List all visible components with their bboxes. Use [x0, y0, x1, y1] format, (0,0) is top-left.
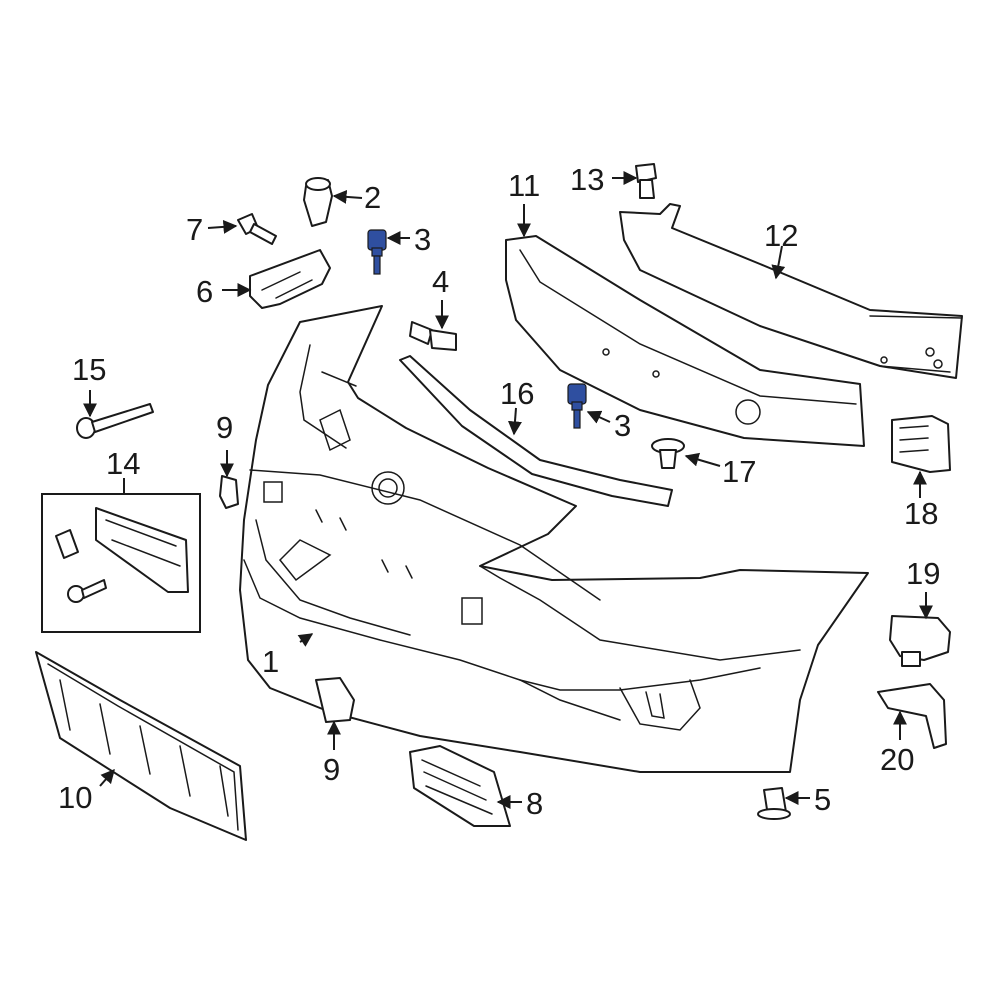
callout-2: 2: [364, 180, 381, 215]
clip-part-2[interactable]: [303, 177, 333, 227]
callout-1: 1: [262, 644, 279, 679]
callout-15: 15: [72, 352, 106, 387]
molding-part-16[interactable]: [399, 355, 673, 507]
leader-arrows: [83, 171, 933, 809]
callout-20: 20: [880, 742, 914, 777]
upper-retainer-part-11[interactable]: [505, 235, 865, 447]
bracket-part-20[interactable]: [877, 683, 947, 749]
callout-12: 12: [764, 218, 798, 253]
callout-8: 8: [526, 786, 543, 821]
impact-absorber-part-12[interactable]: [619, 203, 963, 379]
callout-3-upper: 3: [414, 222, 431, 257]
screw-part-4[interactable]: [409, 321, 457, 351]
callout-16: 16: [500, 376, 534, 411]
callout-6: 6: [196, 274, 213, 309]
callout-19: 19: [906, 556, 940, 591]
callout-4: 4: [432, 264, 449, 299]
callout-7: 7: [186, 212, 203, 247]
fog-bezel-part-8[interactable]: [409, 745, 511, 827]
nut-part-5[interactable]: [757, 787, 791, 820]
callout-13: 13: [570, 162, 604, 197]
bolt-part-7[interactable]: [237, 213, 277, 245]
bracket-part-6[interactable]: [249, 249, 331, 309]
bolt-part-15[interactable]: [76, 403, 154, 439]
license-bracket-kit-part-14[interactable]: [41, 493, 201, 633]
callout-labels: 1 2 3 3 4 5 6 7 8 9 9 10 11 12 13 14 15 …: [58, 162, 940, 821]
callout-14: 14: [106, 446, 140, 481]
clip-part-17[interactable]: [651, 438, 685, 469]
callout-11: 11: [508, 168, 540, 203]
sensor-part-19[interactable]: [889, 615, 951, 667]
retainer-part-3-upper[interactable]: [367, 229, 387, 275]
connector-part-18[interactable]: [891, 415, 951, 473]
bolt-part-13[interactable]: [635, 163, 657, 199]
bumper-cover[interactable]: [239, 305, 869, 773]
cap-part-9-lower[interactable]: [315, 677, 355, 723]
callout-9-lower: 9: [323, 752, 340, 787]
callout-3-lower: 3: [614, 408, 631, 443]
callout-18: 18: [904, 496, 938, 531]
callout-9-upper: 9: [216, 410, 233, 445]
retainer-part-3-lower[interactable]: [567, 383, 587, 429]
callout-10: 10: [58, 780, 92, 815]
callout-17: 17: [722, 454, 756, 489]
cap-part-9-upper[interactable]: [219, 475, 239, 509]
lower-grille-part-10[interactable]: [35, 651, 247, 841]
callout-5: 5: [814, 782, 831, 817]
